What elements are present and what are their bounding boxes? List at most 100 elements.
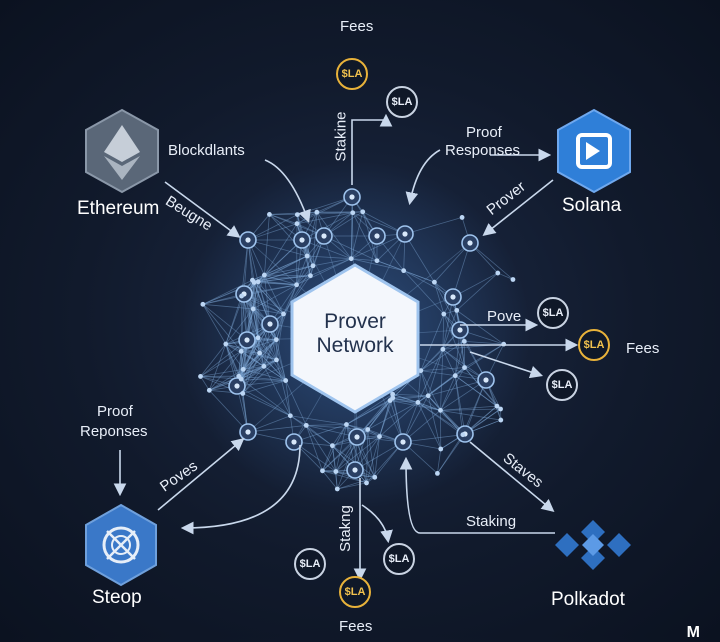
stakng-label: Stakng — [337, 505, 354, 552]
network-node-core — [291, 439, 296, 444]
fees-right-label: Fees — [626, 340, 659, 357]
proof-reponses-l2: Reponses — [80, 423, 148, 440]
network-dot — [257, 351, 262, 356]
network-dot — [360, 209, 365, 214]
network-node-core — [467, 240, 472, 245]
network-dot — [241, 367, 246, 372]
la-token-bottom-right: $LA — [383, 543, 415, 575]
network-dot — [454, 308, 459, 313]
network-dot — [251, 307, 256, 312]
network-dot — [274, 337, 279, 342]
network-dot — [460, 215, 465, 220]
network-dot — [283, 378, 288, 383]
network-dot — [274, 358, 279, 363]
network-dot — [288, 413, 293, 418]
network-node-core — [374, 233, 379, 238]
network-node-core — [234, 383, 239, 388]
network-dot — [262, 273, 267, 278]
la-token-stakine: $LA — [386, 86, 418, 118]
network-node-core — [354, 434, 359, 439]
network-dot — [304, 423, 309, 428]
network-node-core — [321, 233, 326, 238]
network-node-core — [267, 321, 272, 326]
staking-right-label: Staking — [466, 513, 516, 530]
la-token-fees-top: $LA — [336, 58, 368, 90]
proof-reponses-l1: Proof — [97, 403, 133, 420]
network-dot — [432, 280, 437, 285]
network-dot — [305, 254, 310, 259]
network-dot — [335, 487, 340, 492]
ethereum-label: Ethereum — [77, 198, 159, 220]
blockdlants-label: Blockdlants — [168, 142, 245, 159]
network-dot — [311, 263, 316, 268]
network-dot — [295, 221, 300, 226]
network-dot — [401, 268, 406, 273]
la-token-right-lower: $LA — [546, 369, 578, 401]
network-node-core — [245, 237, 250, 242]
network-node-core — [450, 294, 455, 299]
network-dot — [364, 481, 369, 486]
arrow-stakng-right-coin — [362, 505, 388, 540]
network-dot — [435, 471, 440, 476]
network-dot — [462, 339, 467, 344]
network-dot — [498, 407, 503, 412]
network-edge — [317, 212, 353, 213]
network-dot — [330, 443, 335, 448]
network-dot — [295, 212, 300, 217]
network-dot — [344, 422, 349, 427]
network-dot — [349, 256, 354, 261]
steop-logo[interactable] — [86, 505, 156, 585]
network-node-core — [402, 231, 407, 236]
fees-bottom-label: Fees — [339, 618, 372, 635]
network-dot — [511, 277, 516, 282]
center-line-1: Prover — [300, 310, 410, 334]
network-dot — [198, 374, 203, 379]
polkadot-logo[interactable] — [555, 520, 631, 570]
network-dot — [416, 400, 421, 405]
network-dot — [333, 469, 338, 474]
pove-label: Pove — [487, 308, 521, 325]
steop-label: Steop — [92, 587, 142, 609]
stakine-label: Stakine — [333, 111, 350, 161]
network-node-core — [244, 337, 249, 342]
ethereum-logo[interactable] — [86, 110, 158, 192]
la-token-bottom-left: $LA — [294, 548, 326, 580]
network-node-core — [349, 194, 354, 199]
network-dot — [453, 373, 458, 378]
polkadot-label: Polkadot — [551, 589, 625, 611]
network-dot — [498, 418, 503, 423]
network-dot — [239, 294, 244, 299]
solana-label: Solana — [562, 195, 621, 217]
solana-logo[interactable] — [558, 110, 630, 192]
network-dot — [240, 391, 245, 396]
fees-top-label: Fees — [340, 18, 373, 35]
network-node-core — [299, 237, 304, 242]
network-node-core — [245, 429, 250, 434]
network-dot — [314, 210, 319, 215]
network-dot — [239, 377, 244, 382]
la-token-pove: $LA — [537, 297, 569, 329]
network-dot — [350, 210, 355, 215]
network-dot — [372, 475, 377, 480]
network-node-core — [352, 467, 357, 472]
network-dot — [441, 312, 446, 317]
network-dot — [261, 364, 266, 369]
network-node-core — [457, 327, 462, 332]
network-dot — [501, 342, 506, 347]
network-dot — [438, 408, 443, 413]
network-dot — [320, 468, 325, 473]
network-node-core — [483, 377, 488, 382]
proof-responses-top-l1: Proof — [466, 124, 502, 141]
network-dot — [377, 434, 382, 439]
network-dot — [223, 342, 228, 347]
network-dot — [365, 427, 370, 432]
prover-network-label: Prover Network — [300, 310, 410, 358]
network-dot — [256, 335, 261, 340]
network-dot — [267, 212, 272, 217]
proof-responses-top-l2: Responses — [445, 142, 520, 159]
center-line-2: Network — [300, 334, 410, 358]
network-dot — [200, 302, 205, 307]
network-dot — [250, 278, 255, 283]
network-dot — [426, 393, 431, 398]
